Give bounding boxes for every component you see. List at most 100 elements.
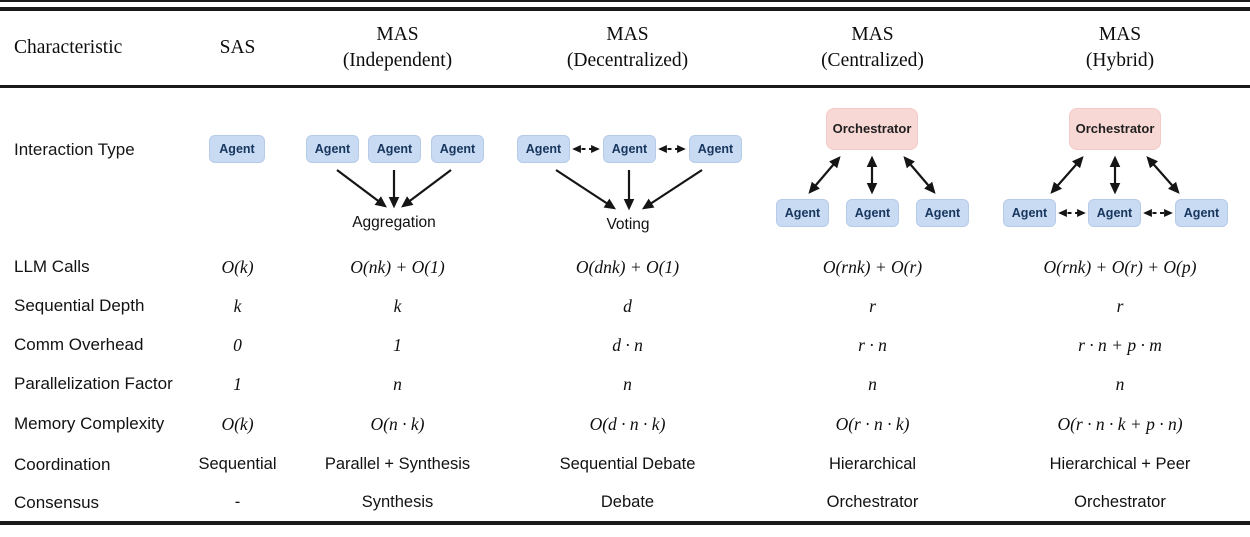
row-label: Parallelization Factor — [14, 374, 173, 393]
cell-value: O(k) — [221, 413, 254, 434]
cell-value: O(k) — [221, 256, 254, 277]
agent-box: Agent — [689, 134, 742, 163]
agent-box: Agent — [209, 134, 265, 163]
arrow — [401, 168, 452, 207]
row-memory-complexity: Memory Complexity O(k) O(n · k) O(d · n … — [0, 404, 1250, 445]
column-title: Characteristic — [14, 36, 123, 58]
bidirectional-arrow — [1146, 155, 1180, 194]
cell-value: Orchestrator — [826, 493, 919, 511]
agent-box: Agent — [431, 134, 484, 163]
bottom-rule — [0, 520, 1250, 525]
column-title: MAS — [606, 24, 649, 46]
cell-value: d — [623, 295, 632, 316]
cell-value: Hierarchical — [828, 455, 917, 473]
header-mas-decentralized: MAS (Decentralized) — [500, 22, 755, 73]
header-mas-centralized: MAS (Centralized) — [755, 22, 990, 73]
diagram-mas-decentralized: Agent Agent Agent Voting — [500, 88, 755, 248]
cell-value: k — [393, 295, 402, 316]
cell-value: O(r · n · k + p · n) — [1057, 413, 1183, 434]
row-consensus: Consensus - Synthesis Debate Orchestrato… — [0, 485, 1250, 521]
row-llm-calls: LLM Calls O(k) O(nk) + O(1) O(dnk) + O(1… — [0, 248, 1250, 287]
cell-value: n — [1115, 373, 1125, 394]
column-subtitle: (Hybrid) — [1085, 49, 1155, 71]
diagram-sas: Agent — [180, 88, 295, 248]
cell-value: n — [623, 373, 632, 394]
arrow — [555, 168, 617, 209]
row-parallelization-factor: Parallelization Factor 1 n n n n — [0, 365, 1250, 404]
agent-box: Agent — [306, 134, 359, 163]
agent-box: Agent — [1003, 198, 1056, 227]
header-characteristic: Characteristic — [0, 35, 180, 60]
diagram-mas-centralized: Orchestrator Agent Agent Agent — [755, 88, 990, 248]
row-label: Interaction Type — [14, 139, 135, 159]
agent-box: Agent — [368, 134, 421, 163]
cell-value: O(r · n · k) — [835, 413, 910, 434]
diagram-mas-independent: Agent Agent Agent Aggregation — [295, 88, 500, 248]
cell-value: d · n — [612, 334, 643, 355]
cell-value: Debate — [600, 493, 655, 511]
orchestrator-box: Orchestrator — [826, 107, 918, 150]
cell-value: r — [869, 295, 876, 316]
column-title: MAS — [851, 24, 894, 46]
header-mas-hybrid: MAS (Hybrid) — [990, 22, 1250, 73]
cell-value: O(n · k) — [370, 413, 425, 434]
cell-value: O(d · n · k) — [589, 413, 666, 434]
column-title: MAS — [1098, 24, 1142, 46]
cell-value: O(nk) + O(1) — [350, 256, 445, 277]
aggregation-caption: Aggregation — [352, 213, 436, 231]
agent-box: Agent — [776, 198, 829, 227]
top-thick-rule — [0, 7, 1250, 11]
row-coordination: Coordination Sequential Parallel + Synth… — [0, 445, 1250, 485]
agent-box: Agent — [846, 198, 899, 227]
row-interaction-type: Interaction Type Agent Agent Agent Agent… — [0, 88, 1250, 248]
row-label: Consensus — [14, 492, 100, 512]
bidirectional-arrow — [808, 155, 841, 194]
cell-value: r — [1116, 295, 1124, 316]
cell-value: k — [233, 295, 242, 316]
cell-value: 1 — [393, 334, 402, 355]
agent-box: Agent — [1175, 198, 1228, 227]
cell-value: r · n + p · m — [1078, 334, 1162, 355]
column-subtitle: (Decentralized) — [566, 49, 689, 71]
cell-value: n — [868, 373, 877, 394]
table-header: Characteristic SAS MAS (Independent) MAS… — [0, 11, 1250, 85]
arrow — [641, 168, 703, 209]
column-title: SAS — [219, 36, 256, 58]
cell-value: Orchestrator — [1074, 493, 1166, 511]
cell-value: Synthesis — [361, 493, 434, 511]
row-label: Sequential Depth — [14, 296, 145, 315]
agent-box: Agent — [1088, 198, 1141, 227]
column-title: MAS — [376, 24, 419, 46]
column-subtitle: (Centralized) — [821, 49, 924, 71]
header-divider-rule — [0, 84, 1250, 88]
cell-value: O(dnk) + O(1) — [575, 256, 680, 277]
row-sequential-depth: Sequential Depth k k d r r — [0, 287, 1250, 326]
cell-value: Parallel + Synthesis — [324, 455, 471, 473]
row-label: Memory Complexity — [14, 414, 165, 433]
cell-value: 0 — [233, 334, 242, 355]
cell-value: O(rnk) + O(r) — [822, 256, 923, 277]
column-subtitle: (Independent) — [342, 49, 453, 71]
row-comm-overhead: Comm Overhead 0 1 d · n r · n r · n + p … — [0, 326, 1250, 365]
cell-value: 1 — [233, 373, 242, 394]
arrow — [336, 168, 387, 207]
orchestrator-box: Orchestrator — [1069, 107, 1161, 150]
cell-value: Hierarchical + Peer — [1049, 455, 1191, 473]
row-label: LLM Calls — [14, 257, 90, 276]
cell-value: r · n — [858, 334, 887, 355]
row-label: Comm Overhead — [14, 335, 144, 354]
cell-value: - — [234, 493, 241, 511]
cell-value: n — [393, 373, 402, 394]
row-label: Coordination — [14, 454, 111, 474]
agent-box: Agent — [603, 134, 656, 163]
agent-box: Agent — [517, 134, 570, 163]
bidirectional-arrow — [1050, 155, 1084, 194]
header-sas: SAS — [180, 35, 295, 60]
top-thin-rule — [0, 0, 1250, 2]
header-mas-independent: MAS (Independent) — [295, 22, 500, 73]
cell-value: Sequential Debate — [559, 455, 696, 473]
cell-value: O(rnk) + O(r) + O(p) — [1043, 256, 1197, 277]
voting-caption: Voting — [606, 215, 650, 233]
diagram-mas-hybrid: Orchestrator Agent Agent Agent — [990, 88, 1250, 248]
